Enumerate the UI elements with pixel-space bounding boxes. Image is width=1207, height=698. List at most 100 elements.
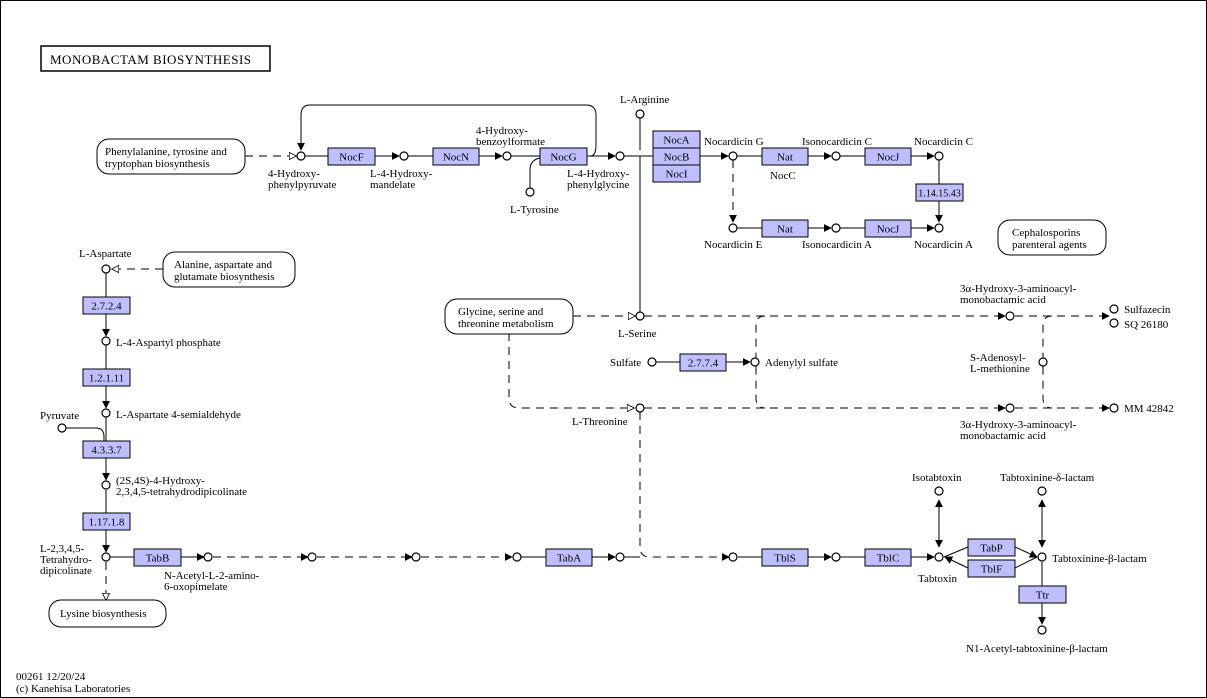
compound-label: 4-Hydroxy-	[268, 168, 320, 180]
compound-labels: 4-Hydroxy- phenylpyruvate L-4-Hydroxy- m…	[40, 94, 1174, 655]
compound-node[interactable]	[101, 408, 111, 418]
compound-node[interactable]	[831, 552, 841, 562]
compound-label: Adenylyl sulfate	[765, 357, 838, 369]
enzyme-nocb[interactable]: NocB	[652, 147, 701, 166]
compound-label: monobactamic acid	[960, 294, 1046, 306]
compound-node[interactable]	[1037, 552, 1047, 562]
compound-node[interactable]	[728, 223, 738, 233]
compound-node[interactable]	[101, 336, 111, 346]
map-box-phe-tyr-trp[interactable]: Phenylalanine, tyrosine and tryptophan b…	[96, 138, 246, 175]
enzyme-label: TabB	[146, 553, 170, 565]
enzyme-label: Nat	[777, 152, 793, 164]
compound-label: mandelate	[370, 179, 415, 191]
compound-node[interactable]	[1037, 486, 1047, 496]
compound-node[interactable]	[934, 151, 944, 161]
compound-node[interactable]	[1005, 311, 1015, 321]
compound-node[interactable]	[750, 357, 760, 367]
enzyme-label: NocF	[339, 152, 363, 164]
enzyme-2-7-7-4[interactable]: 2.7.7.4	[679, 353, 727, 372]
enzyme-tabp[interactable]: TabP	[967, 538, 1016, 557]
compound-node[interactable]	[831, 151, 841, 161]
enzyme-label: NocN	[443, 152, 469, 164]
compound-label: N1-Acetyl-tabtoxinine-β-lactam	[966, 643, 1108, 655]
enzyme-tbls[interactable]: TblS	[761, 548, 809, 567]
compound-label: benzoylformate	[476, 136, 545, 148]
enzyme-nat-2[interactable]: Nat	[761, 219, 809, 238]
compound-node[interactable]	[1005, 403, 1015, 413]
compound-node[interactable]	[399, 151, 409, 161]
compound-label: L-Serine	[618, 328, 657, 340]
enzyme-nocn[interactable]: NocN	[432, 147, 480, 166]
enzyme-noci[interactable]: NocI	[652, 164, 701, 183]
compound-node[interactable]	[728, 151, 738, 161]
enzyme-label: 1.17.1.8	[89, 517, 125, 529]
compound-node[interactable]	[615, 552, 625, 562]
enzyme-nocj-2[interactable]: NocJ	[864, 219, 912, 238]
compound-label: Sulfazecin	[1124, 304, 1171, 316]
map-box-ala-asp-glu[interactable]: Alanine, aspartate and glutamate biosynt…	[162, 251, 296, 288]
compound-node[interactable]	[1109, 403, 1119, 413]
compound-label: 3α-Hydroxy-3-aminoacyl-	[960, 419, 1077, 431]
compound-label: NocC	[770, 170, 796, 182]
enzyme-nat[interactable]: Nat	[761, 147, 809, 166]
enzyme-taba[interactable]: TabA	[545, 548, 593, 567]
compound-node[interactable]	[101, 552, 111, 562]
compound-node[interactable]	[615, 151, 625, 161]
compound-node[interactable]	[101, 480, 111, 490]
map-label-line2: threonine metabolism	[458, 318, 554, 330]
compound-label: dipicolinate	[40, 565, 92, 577]
compound-node[interactable]	[635, 311, 645, 321]
compound-label: SQ 26180	[1124, 319, 1169, 331]
compound-node[interactable]	[1109, 318, 1119, 328]
enzyme-label: NocB	[664, 152, 690, 164]
compound-node[interactable]	[635, 109, 645, 119]
enzyme-2-7-2-4[interactable]: 2.7.2.4	[82, 296, 131, 315]
compound-node[interactable]	[635, 403, 645, 413]
compound-node[interactable]	[101, 264, 111, 274]
compound-node[interactable]	[934, 223, 944, 233]
compound-node[interactable]	[502, 151, 512, 161]
enzyme-label: TblF	[981, 564, 1002, 576]
compound-node[interactable]	[1037, 625, 1047, 635]
enzyme-4-3-3-7[interactable]: 4.3.3.7	[82, 440, 131, 459]
compound-label: S-Adenosyl-	[970, 352, 1026, 364]
compound-node[interactable]	[296, 151, 306, 161]
enzyme-1-17-1-8[interactable]: 1.17.1.8	[82, 512, 131, 531]
enzyme-tblc[interactable]: TblC	[864, 548, 912, 567]
map-box-lysine[interactable]: Lysine biosynthesis	[48, 599, 167, 628]
compound-label: MM 42842	[1124, 403, 1174, 415]
enzyme-nocj[interactable]: NocJ	[864, 147, 912, 166]
compound-node[interactable]	[831, 223, 841, 233]
enzyme-ttr[interactable]: Ttr	[1018, 585, 1067, 604]
compound-node[interactable]	[647, 357, 657, 367]
enzyme-tblf[interactable]: TblF	[967, 559, 1016, 578]
enzyme-label: 4.3.3.7	[91, 445, 122, 457]
compound-node[interactable]	[934, 486, 944, 496]
compound-node[interactable]	[307, 552, 317, 562]
enzyme-tabb[interactable]: TabB	[133, 548, 182, 567]
compound-node[interactable]	[525, 187, 535, 197]
enzyme-nocg[interactable]: NocG	[539, 147, 588, 166]
enzyme-label: NocA	[663, 135, 689, 147]
copyright: (c) Kanehisa Laboratories	[16, 683, 131, 695]
compound-label: Tabtoxinine-β-lactam	[1052, 553, 1147, 565]
compound-node[interactable]	[411, 552, 421, 562]
enzyme-nocf[interactable]: NocF	[327, 147, 376, 166]
map-box-cephalosporins[interactable]: Cephalosporins parenteral agents	[997, 219, 1107, 256]
compound-node[interactable]	[203, 552, 213, 562]
compound-label: Nocardicin E	[704, 239, 763, 251]
compound-node[interactable]	[57, 423, 67, 433]
map-box-gly-ser-thr[interactable]: Glycine, serine and threonine metabolism	[444, 298, 574, 335]
compound-node[interactable]	[1038, 357, 1048, 367]
enzyme-1-2-1-11[interactable]: 1.2.1.11	[82, 368, 131, 387]
compound-label: L-methionine	[970, 363, 1030, 375]
compound-node[interactable]	[1109, 304, 1119, 314]
enzyme-noca[interactable]: NocA	[652, 130, 701, 149]
compound-node[interactable]	[728, 552, 738, 562]
enzyme-1-14-15-43[interactable]: 1.14.15.43	[915, 183, 964, 202]
enzyme-label: 1.14.15.43	[918, 189, 961, 200]
compound-label: L-4-Hydroxy-	[567, 168, 630, 180]
compound-node[interactable]	[512, 552, 522, 562]
compound-node[interactable]	[934, 552, 944, 562]
enzyme-label: 2.7.7.4	[688, 358, 719, 370]
